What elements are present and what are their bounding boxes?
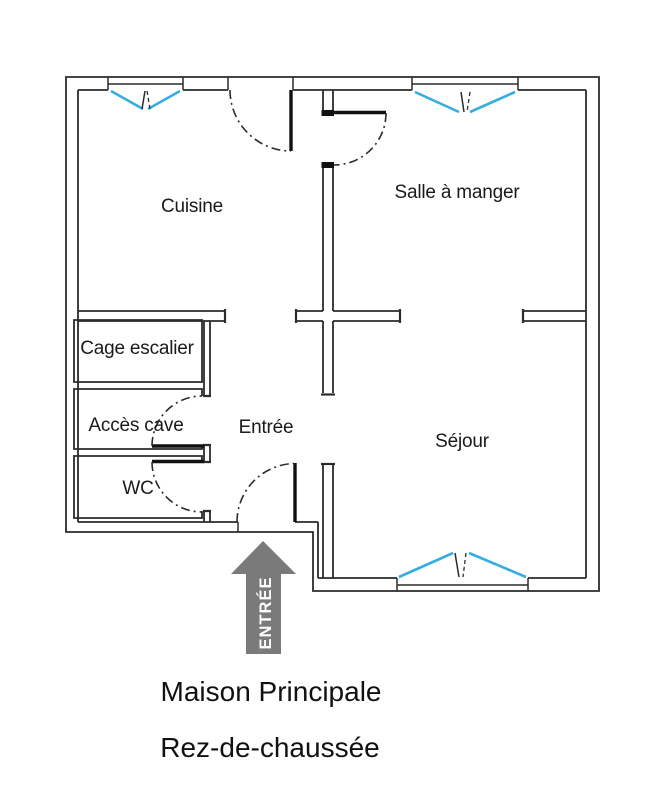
front-door-icon xyxy=(236,462,297,523)
small-rooms xyxy=(73,319,203,519)
entrance-arrow-shape xyxy=(231,541,296,654)
plan-subtitle: Rez-de-chaussée xyxy=(160,732,379,763)
doors xyxy=(151,89,387,523)
exterior-outline-outer xyxy=(65,76,600,592)
wc-label: WC xyxy=(122,478,153,499)
divider-wall-top xyxy=(322,90,334,112)
wc-box xyxy=(73,455,203,519)
salle-sejour-wall-right xyxy=(523,310,586,322)
salle-a-manger-door-icon xyxy=(321,110,387,168)
cage-escalier-box xyxy=(73,319,203,383)
entrance-arrow: ENTRÉE xyxy=(231,541,296,654)
entree-west-wall xyxy=(203,321,211,522)
cuisine-window-icon xyxy=(108,83,183,111)
cuisine-bottom-wall xyxy=(78,310,225,322)
middle-wall xyxy=(296,310,400,322)
wall-jambs xyxy=(107,77,529,591)
windows xyxy=(108,83,528,586)
sejour-window-icon xyxy=(397,551,528,586)
divider-wall-bottom xyxy=(322,464,334,578)
interior-walls xyxy=(78,90,586,578)
divider-wall-mid xyxy=(322,168,334,311)
exterior-inner-bottom-left xyxy=(78,521,319,578)
entree-label: Entrée xyxy=(239,417,294,438)
wc-door-icon xyxy=(151,459,204,513)
plan-title: Maison Principale xyxy=(161,676,382,707)
entrance-arrow-label: ENTRÉE xyxy=(256,577,275,650)
cuisine-label: Cuisine xyxy=(161,196,223,217)
acces-cave-box xyxy=(73,388,203,450)
room-labels: Cuisine Salle à manger Cage escalier Acc… xyxy=(80,182,520,499)
divider-wall-below-cross xyxy=(322,321,334,393)
acces-cave-door-icon xyxy=(151,395,204,448)
acces-cave-label: Accès cave xyxy=(88,415,183,436)
salle-a-manger-label: Salle à manger xyxy=(395,182,521,203)
salle-a-manger-window-icon xyxy=(412,83,518,114)
middle-wall-caps xyxy=(294,309,402,323)
plan-titles: Maison Principale Rez-de-chaussée xyxy=(160,676,381,763)
sejour-label: Séjour xyxy=(435,431,490,452)
cuisine-door-icon xyxy=(229,89,293,152)
cage-escalier-label: Cage escalier xyxy=(80,338,194,359)
entree-west-wall-jambs xyxy=(203,394,211,513)
